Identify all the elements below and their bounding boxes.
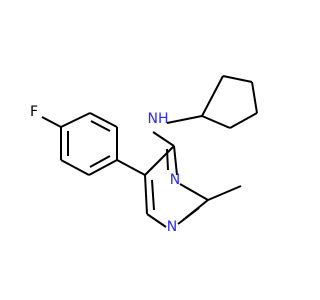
cyclopentyl-bond xyxy=(251,81,258,114)
pyrimidine-nitrogen-upper-label: N xyxy=(170,172,180,188)
amine-bond xyxy=(166,115,203,124)
amine-nh-label: NH xyxy=(148,111,169,127)
fluorine-bond xyxy=(41,116,62,128)
phenyl-bond xyxy=(60,159,90,176)
cyclopentyl-bond xyxy=(201,75,224,117)
phenyl-bond xyxy=(88,159,118,176)
phenyl-bond xyxy=(89,112,118,128)
phenyl-double-bond xyxy=(89,155,111,168)
pyrimidine-bond xyxy=(144,174,148,215)
pyrimidine-nitrogen-lower-label: N xyxy=(167,219,177,235)
cyclopentyl-bond xyxy=(229,112,258,129)
pyrimidine-double-bond xyxy=(151,179,155,211)
pyrimidine-bond xyxy=(179,183,209,201)
fluorine-label: F xyxy=(30,104,38,120)
pyrimidine-double-bond xyxy=(177,207,200,225)
chemical-bonds xyxy=(41,75,258,228)
atom-labels: NH N N F xyxy=(30,104,180,235)
pyrimidine-bond xyxy=(173,145,178,176)
phenyl-double-bond xyxy=(90,120,111,132)
pyrimidine-bond xyxy=(146,213,167,228)
aryl-linker-bond xyxy=(116,159,146,176)
structure-background xyxy=(0,0,300,300)
cyclopentyl-bond xyxy=(222,75,253,83)
pyrimidine-bond xyxy=(144,145,175,176)
molecule-structure: NH N N F xyxy=(0,0,300,300)
methyl-bond xyxy=(207,185,242,201)
amine-bond xyxy=(152,131,175,147)
phenyl-bond xyxy=(60,112,91,128)
cyclopentyl-bond xyxy=(201,115,231,129)
